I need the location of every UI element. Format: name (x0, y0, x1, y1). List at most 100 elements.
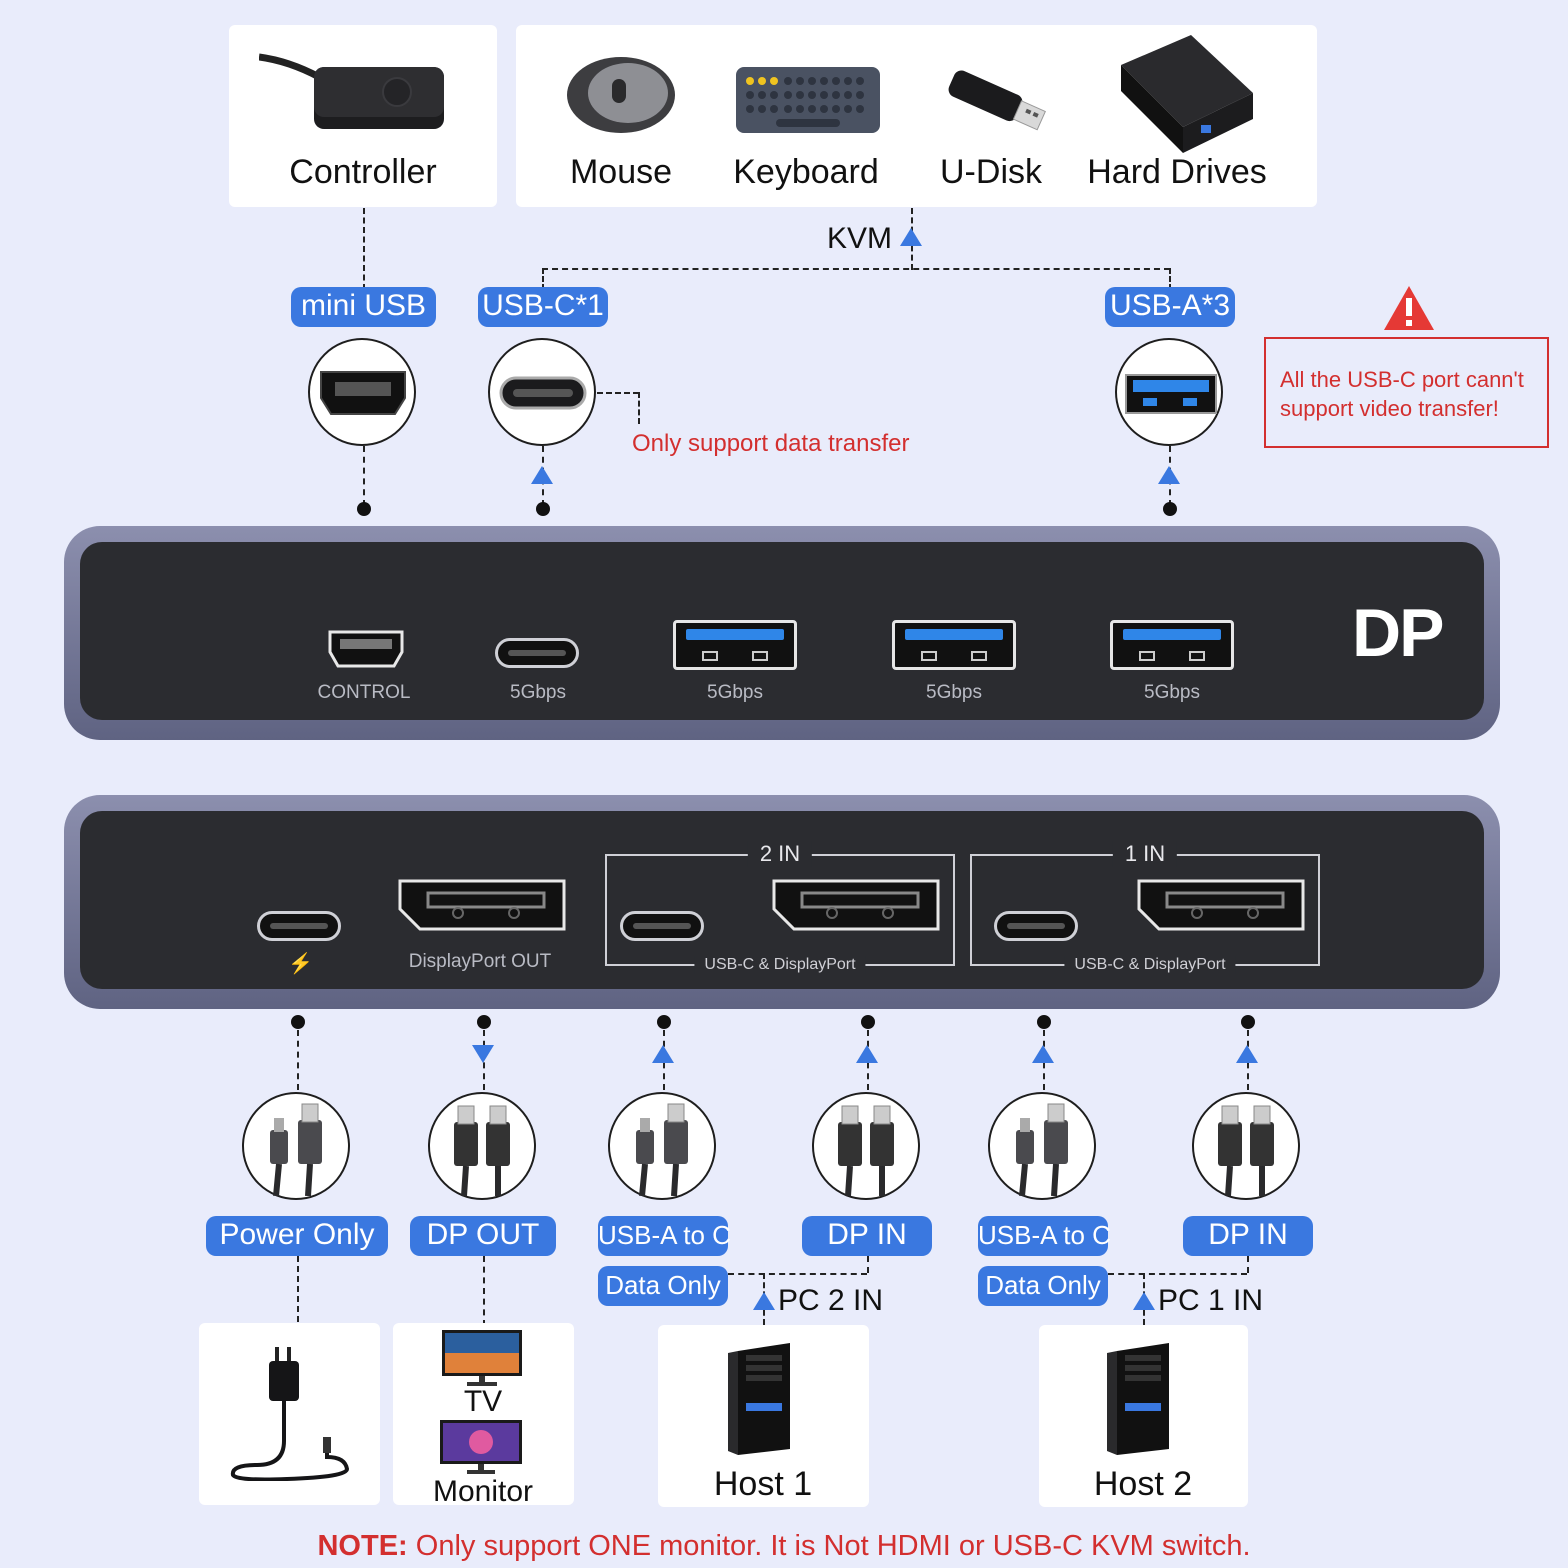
mini-usb-drop-line (363, 446, 365, 506)
input-1-usb-c-port (994, 911, 1078, 941)
usb-c-note: Only support data transfer (632, 430, 910, 457)
usb-a-port-zoom (1115, 338, 1223, 446)
dp-out-pill: DP OUT (410, 1216, 556, 1256)
mini-usb-port-icon (320, 371, 406, 415)
front-usb-a-speed-2: 5Gbps (926, 682, 982, 703)
dp-in-2-dot (861, 1015, 875, 1029)
peripherals-card: Mouse Keyboard U-Disk Hard Drives (516, 25, 1317, 207)
power-line-top (297, 1030, 299, 1090)
usb-2-cable-zoom (608, 1092, 716, 1200)
keyboard-label: Keyboard (733, 153, 879, 191)
usb-c-port-icon (499, 376, 587, 410)
power-line-bottom (297, 1256, 299, 1322)
usb-a-dot (1163, 502, 1177, 516)
power-adapter-icon (230, 1347, 350, 1481)
dp-in-2-arrow-icon (856, 1045, 878, 1063)
usb-a-pill: USB-A*3 (1105, 287, 1235, 327)
power-adapter-card (199, 1323, 380, 1505)
hard-drives-label: Hard Drives (1087, 153, 1267, 191)
pc2-join-line (728, 1273, 867, 1275)
dp-cable-icon (454, 1105, 510, 1196)
data-only-pill-1: Data Only (978, 1266, 1108, 1306)
desktop-tower-icon (728, 1343, 790, 1455)
dp-out-arrow-icon (472, 1045, 494, 1063)
dp-in-pill-1: DP IN (1183, 1216, 1313, 1256)
display-card: TV Monitor (393, 1323, 574, 1508)
input-1-title: 1 IN (1112, 841, 1178, 867)
note-line: NOTE: Only support ONE monitor. It is No… (0, 1530, 1568, 1563)
note-prefix: NOTE: (317, 1530, 408, 1562)
dp-in-1-line-bottom (1247, 1256, 1249, 1273)
displayport-out-label: DisplayPort OUT (408, 951, 552, 972)
front-usb-c-speed: 5Gbps (510, 682, 566, 703)
dp-brand-mark: DP (1352, 595, 1444, 671)
dp-out-dot (477, 1015, 491, 1029)
tv-label: TV (463, 1385, 503, 1418)
dp-out-line-bottom (483, 1256, 485, 1326)
pc1-join-line (1108, 1273, 1247, 1275)
usb-a-to-c-pill-1: USB-A to C (978, 1216, 1111, 1256)
usb-a-to-c-cable-icon (636, 1103, 688, 1196)
tv-icon (442, 1330, 522, 1386)
usb-2-dot (657, 1015, 671, 1029)
input-2-title: 2 IN (747, 841, 813, 867)
pc2-in-label: PC 2 IN (778, 1284, 884, 1317)
warning-text: All the USB-C port cann't support video … (1280, 367, 1524, 421)
mini-usb-dot (357, 502, 371, 516)
usb-c-dot (536, 502, 550, 516)
front-panel-face: CONTROL 5Gbps 5Gbps 5Gbps 5Gbps DP (80, 542, 1484, 720)
usb-c-arrow-icon (531, 466, 553, 484)
usb-c-pill: USB-C*1 (478, 287, 608, 327)
control-label: CONTROL (317, 682, 411, 703)
mini-usb-pill: mini USB (291, 287, 436, 327)
u-disk-label: U-Disk (940, 153, 1042, 191)
warning-box: All the USB-C port cann't support video … (1264, 337, 1549, 448)
usb-a-to-c-cable-icon (270, 1103, 322, 1196)
dp-cable-icon (838, 1105, 894, 1196)
warning-icon (1384, 286, 1434, 330)
keyboard-icon (736, 67, 880, 133)
input-2-usb-c-port (620, 911, 704, 941)
data-only-pill-2: Data Only (598, 1266, 728, 1306)
usb-a-to-c-cable-icon (1016, 1103, 1068, 1196)
input-1-subtitle: USB-C & DisplayPort (1064, 956, 1236, 974)
usb-2-arrow-icon (652, 1045, 674, 1063)
front-usb-a-speed-1: 5Gbps (707, 682, 763, 703)
pc1-arrow-icon (1133, 1292, 1155, 1310)
usb-a-arrow-icon (1158, 466, 1180, 484)
power-cable-zoom (242, 1092, 350, 1200)
dp-out-cable-zoom (428, 1092, 536, 1200)
dp-in-2-line-bottom (867, 1256, 869, 1273)
host-2-label: Host 2 (1093, 1465, 1193, 1503)
kvm-left-drop (542, 268, 544, 290)
mini-usb-port-zoom (308, 338, 416, 446)
front-usb-a-port-1 (673, 620, 797, 670)
monitor-label: Monitor (432, 1475, 534, 1508)
rear-panel-face: ⚡ DisplayPort OUT 2 IN USB-C & DisplayPo… (80, 811, 1484, 989)
usb-a-port-icon (1125, 374, 1217, 414)
usb-disk-icon (948, 70, 1046, 131)
mouse-icon (567, 57, 675, 133)
controller-card: Controller (229, 25, 497, 207)
kvm-split-line (542, 268, 1170, 270)
kvm-rear-panel: ⚡ DisplayPort OUT 2 IN USB-C & DisplayPo… (64, 795, 1500, 1009)
front-usb-a-port-2 (892, 620, 1016, 670)
kvm-front-panel: CONTROL 5Gbps 5Gbps 5Gbps 5Gbps DP (64, 526, 1500, 740)
hard-drive-icon (1121, 35, 1253, 153)
controller-connector-line (363, 208, 365, 290)
dp-in-1-dot (1241, 1015, 1255, 1029)
kvm-arrow-icon (900, 228, 922, 246)
kvm-label: KVM (827, 222, 893, 255)
input-2-subtitle: USB-C & DisplayPort (694, 956, 866, 974)
monitor-icon (440, 1420, 522, 1474)
dp-in-1-arrow-icon (1236, 1045, 1258, 1063)
host-1-label: Host 1 (713, 1465, 813, 1503)
usb-1-arrow-icon (1032, 1045, 1054, 1063)
dp-in-2-cable-zoom (812, 1092, 920, 1200)
power-bolt-icon: ⚡ (288, 953, 313, 975)
note-text: Only support ONE monitor. It is Not HDMI… (407, 1530, 1251, 1562)
usb-c-note-line (597, 392, 639, 394)
front-usb-a-port-3 (1110, 620, 1234, 670)
usb-1-dot (1037, 1015, 1051, 1029)
dp-cable-icon (1218, 1105, 1274, 1196)
